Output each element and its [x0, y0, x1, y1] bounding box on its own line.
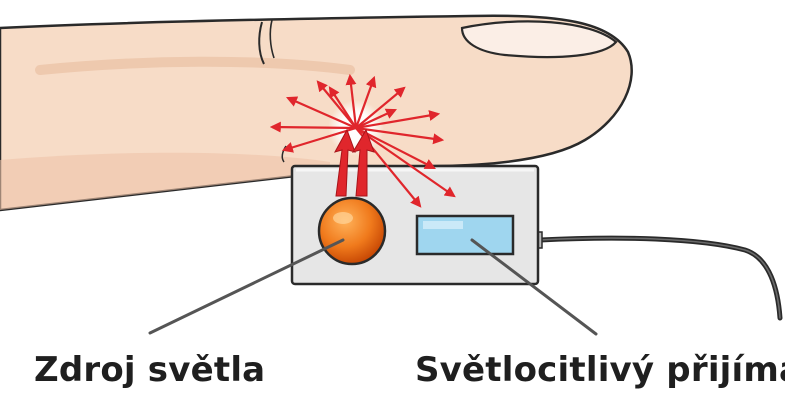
label-light-source: Zdroj světla — [34, 350, 265, 390]
label-photoreceiver: Světlocitlivý přijímač — [415, 350, 785, 390]
leader-line-source — [150, 240, 343, 333]
led-light-source — [319, 198, 385, 264]
photodetector — [417, 216, 513, 254]
